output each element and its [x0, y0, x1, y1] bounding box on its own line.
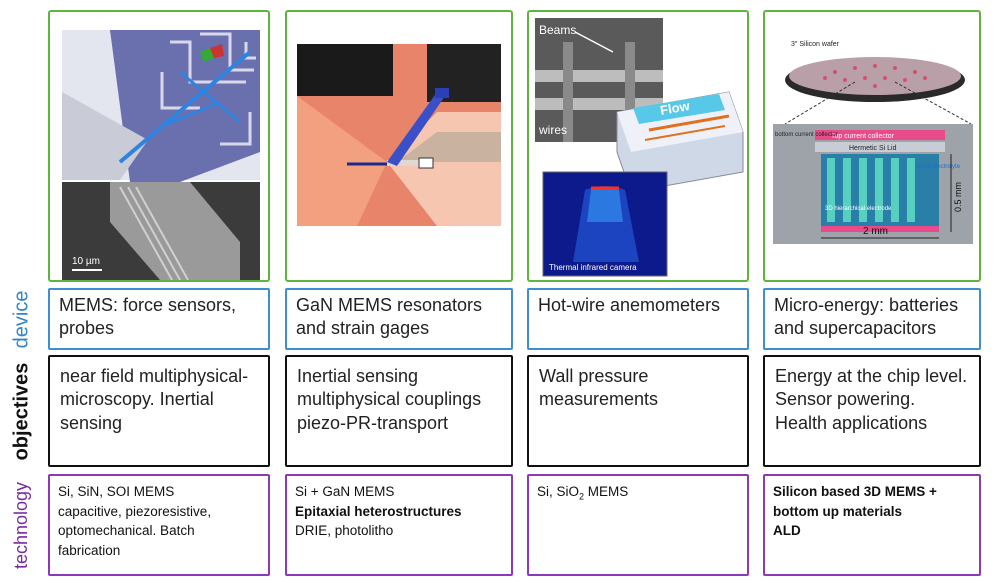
liquid-electrolyte-label: Liquid electrolyte — [915, 164, 961, 170]
image-panel-force-sensors: 10 µm — [48, 10, 270, 282]
micro-battery-figure: 3" Silicon wafer Top current collector H… — [773, 41, 973, 244]
objectives-box-gan-resonators: Inertial sensing multiphysical couplings… — [285, 355, 513, 467]
objectives-box-hot-wire: Wall pressure measurements — [527, 355, 749, 467]
technology-box-micro-energy: Silicon based 3D MEMS + bottom up materi… — [763, 474, 981, 576]
width-dimension: 2 mm — [863, 226, 888, 237]
device-box-micro-energy: Micro-energy: batteries and supercapacit… — [763, 288, 981, 350]
row-label-technology: technology — [0, 474, 44, 576]
technology-line: bottom up materials — [773, 503, 903, 519]
row-label-device-text: device — [10, 290, 33, 348]
technology-box-force-sensors: Si, SiN, SOI MEMS capacitive, piezoresis… — [48, 474, 270, 576]
technology-line: fabrication — [58, 542, 121, 558]
technology-line: Silicon based 3D MEMS + — [773, 484, 937, 499]
technology-line: capacitive, piezoresistive, — [58, 503, 212, 519]
image-panel-hot-wire: Beams wires Flow Thermal infrared camera — [527, 10, 749, 282]
row-label-objectives-text: objectives — [10, 362, 33, 460]
mems-probe-micrograph: 10 µm — [62, 30, 260, 280]
gan-resonator-micrograph — [297, 44, 501, 226]
scale-label: 10 µm — [72, 256, 100, 267]
technology-prefix: Si, SiO — [537, 484, 580, 499]
technology-suffix: MEMS — [584, 484, 629, 499]
row-label-technology-text: technology — [11, 481, 32, 569]
image-panel-micro-energy: 3" Silicon wafer Top current collector H… — [763, 10, 981, 282]
device-box-gan-resonators: GaN MEMS resonators and strain gages — [285, 288, 513, 350]
technology-box-hot-wire: Si, SiO2 MEMS — [527, 474, 749, 576]
beams-label: Beams — [539, 23, 576, 37]
technology-line: Epitaxial heterostructures — [295, 503, 462, 519]
technology-line: Si + GaN MEMS — [295, 484, 395, 499]
technology-line: Si, SiN, SOI MEMS — [58, 484, 175, 499]
hermetic-lid-label: Hermetic Si Lid — [849, 145, 897, 152]
technology-subscript: 2 — [579, 491, 585, 502]
device-box-force-sensors: MEMS: force sensors, probes — [48, 288, 270, 350]
bottom-collector-label: bottom current collector — [775, 132, 838, 138]
flow-label: Flow — [659, 98, 692, 118]
technology-line: Si, SiO2 MEMS — [537, 482, 739, 504]
row-label-objectives: objectives — [0, 355, 44, 467]
objectives-box-force-sensors: near field multiphysical-microscopy. Ine… — [48, 355, 270, 467]
technology-line: optomechanical. Batch — [58, 523, 195, 539]
technology-line: ALD — [773, 523, 801, 539]
wires-label: wires — [538, 123, 567, 137]
technology-line: DRIE, photolitho — [295, 523, 394, 539]
device-box-hot-wire: Hot-wire anemometers — [527, 288, 749, 350]
height-dimension: 0.5 mm — [953, 182, 963, 212]
image-panel-gan-resonators — [285, 10, 513, 282]
thermal-caption: Thermal infrared camera — [549, 263, 637, 272]
hot-wire-anemometer-figure: Beams wires Flow Thermal infrared camera — [535, 18, 744, 277]
top-collector-label: Top current collector — [831, 133, 895, 140]
wafer-label: 3" Silicon wafer — [791, 41, 840, 48]
row-label-device: device — [0, 288, 44, 350]
technology-box-gan-resonators: Si + GaN MEMS Epitaxial heterostructures… — [285, 474, 513, 576]
objectives-box-micro-energy: Energy at the chip level. Sensor powerin… — [763, 355, 981, 467]
hierarchical-electrode-label: 3D hierarchical electrode — [825, 206, 892, 212]
